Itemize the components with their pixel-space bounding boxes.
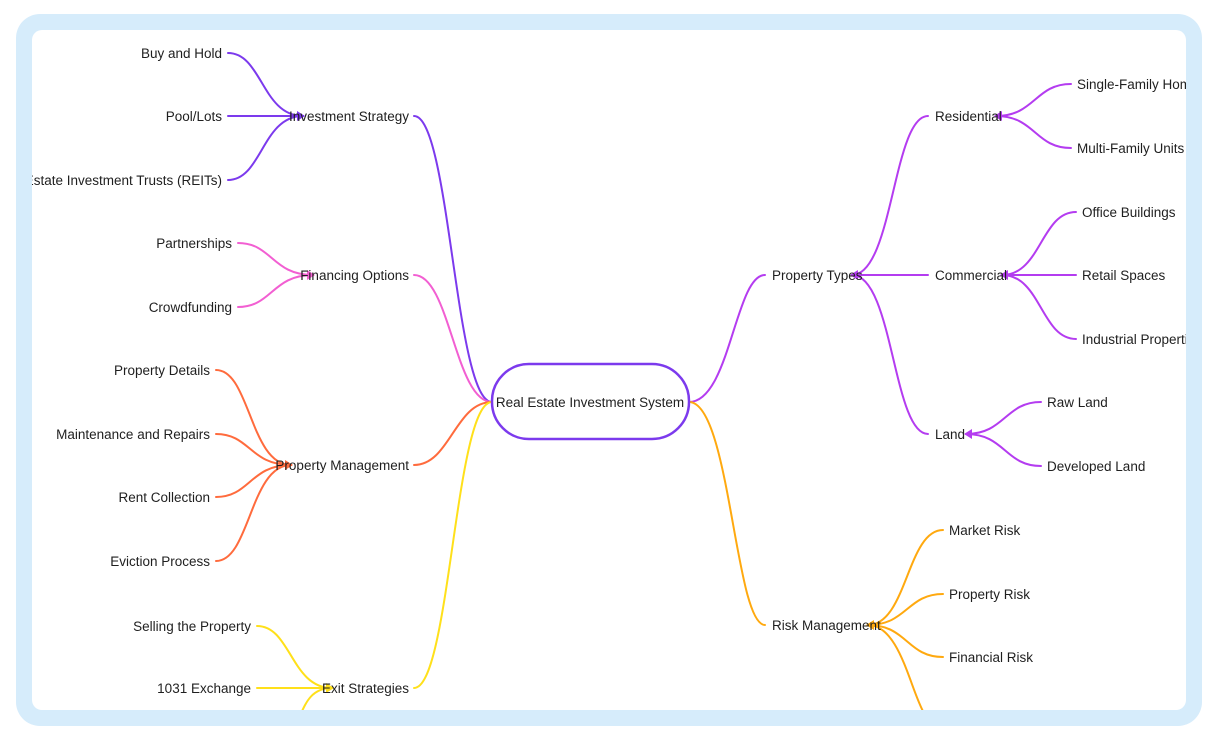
node-raw-land[interactable]: Raw Land (1047, 395, 1108, 410)
node-multi-family-units[interactable]: Multi-Family Units (1077, 141, 1185, 156)
edge-rent (215, 464, 292, 498)
arrow-property (850, 270, 858, 280)
edge-reits (227, 115, 304, 181)
edge-property-details (215, 369, 292, 466)
node-risk-management[interactable]: Risk Management (772, 618, 881, 633)
node-eviction-process[interactable]: Eviction Process (110, 554, 210, 569)
edge-risk-hidden (867, 624, 926, 710)
arrow-management (285, 460, 293, 470)
node-rent-collection[interactable]: Rent Collection (118, 490, 210, 505)
arrow-commercial (1000, 270, 1008, 280)
edge-buy-hold (227, 52, 304, 117)
edge-center-exit (413, 401, 493, 689)
edge-center-investment (413, 115, 493, 403)
node-partnerships[interactable]: Partnerships (156, 236, 232, 251)
center-node-label: Real Estate Investment System (496, 395, 684, 410)
node-office-buildings[interactable]: Office Buildings (1082, 205, 1176, 220)
node-selling-property[interactable]: Selling the Property (133, 619, 251, 634)
node-financing-options[interactable]: Financing Options (300, 268, 409, 283)
edge-center-property (688, 274, 766, 403)
node-residential[interactable]: Residential (935, 109, 1002, 124)
edge-raw-land (965, 401, 1042, 435)
node-exit-strategies[interactable]: Exit Strategies (322, 681, 409, 696)
edge-property-risk (867, 593, 944, 626)
edge-crowdfunding (237, 274, 314, 308)
node-1031-exchange[interactable]: 1031 Exchange (157, 681, 251, 696)
node-maintenance-repairs[interactable]: Maintenance and Repairs (56, 427, 210, 442)
node-reits[interactable]: Real Estate Investment Trusts (REITs) (0, 173, 222, 188)
edge-maintenance (215, 433, 292, 466)
node-crowdfunding[interactable]: Crowdfunding (149, 300, 232, 315)
edge-developed-land (965, 433, 1042, 467)
arrow-land (964, 429, 972, 439)
node-property-details[interactable]: Property Details (114, 363, 210, 378)
edge-center-risk (688, 401, 766, 626)
edge-office (1001, 211, 1077, 276)
edge-selling (256, 625, 333, 689)
node-financial-risk[interactable]: Financial Risk (949, 650, 1033, 665)
node-pool-lots[interactable]: Pool/Lots (166, 109, 223, 124)
center-node[interactable] (490, 362, 691, 441)
arrow-financing (307, 270, 315, 280)
node-industrial-properties[interactable]: Industrial Properties (1082, 332, 1202, 347)
edge-single-family (995, 83, 1072, 117)
edge-eviction (215, 464, 292, 562)
edge-partnerships (237, 242, 314, 276)
edge-center-management (413, 401, 493, 466)
edge-center-financing (413, 274, 493, 403)
edge-multi-family (995, 115, 1072, 149)
node-retail-spaces[interactable]: Retail Spaces (1082, 268, 1166, 283)
node-developed-land[interactable]: Developed Land (1047, 459, 1145, 474)
edge-land (851, 274, 929, 435)
arrow-investment (297, 111, 305, 121)
edge-residential (851, 115, 929, 276)
edge-industrial (1001, 274, 1077, 340)
node-property-types[interactable]: Property Types (772, 268, 863, 283)
node-single-family-homes[interactable]: Single-Family Homes (1077, 77, 1206, 92)
node-market-risk[interactable]: Market Risk (949, 523, 1021, 538)
arrow-residential (994, 111, 1002, 121)
node-investment-strategy[interactable]: Investment Strategy (289, 109, 409, 124)
node-commercial[interactable]: Commercial (935, 268, 1007, 283)
node-land[interactable]: Land (935, 427, 965, 442)
node-buy-and-hold[interactable]: Buy and Hold (141, 46, 222, 61)
node-property-management[interactable]: Property Management (275, 458, 409, 473)
arrow-exit (326, 683, 334, 693)
arrow-risk (866, 620, 874, 630)
edge-market-risk (867, 529, 944, 626)
edge-financial-risk (867, 624, 944, 658)
node-property-risk[interactable]: Property Risk (949, 587, 1030, 602)
